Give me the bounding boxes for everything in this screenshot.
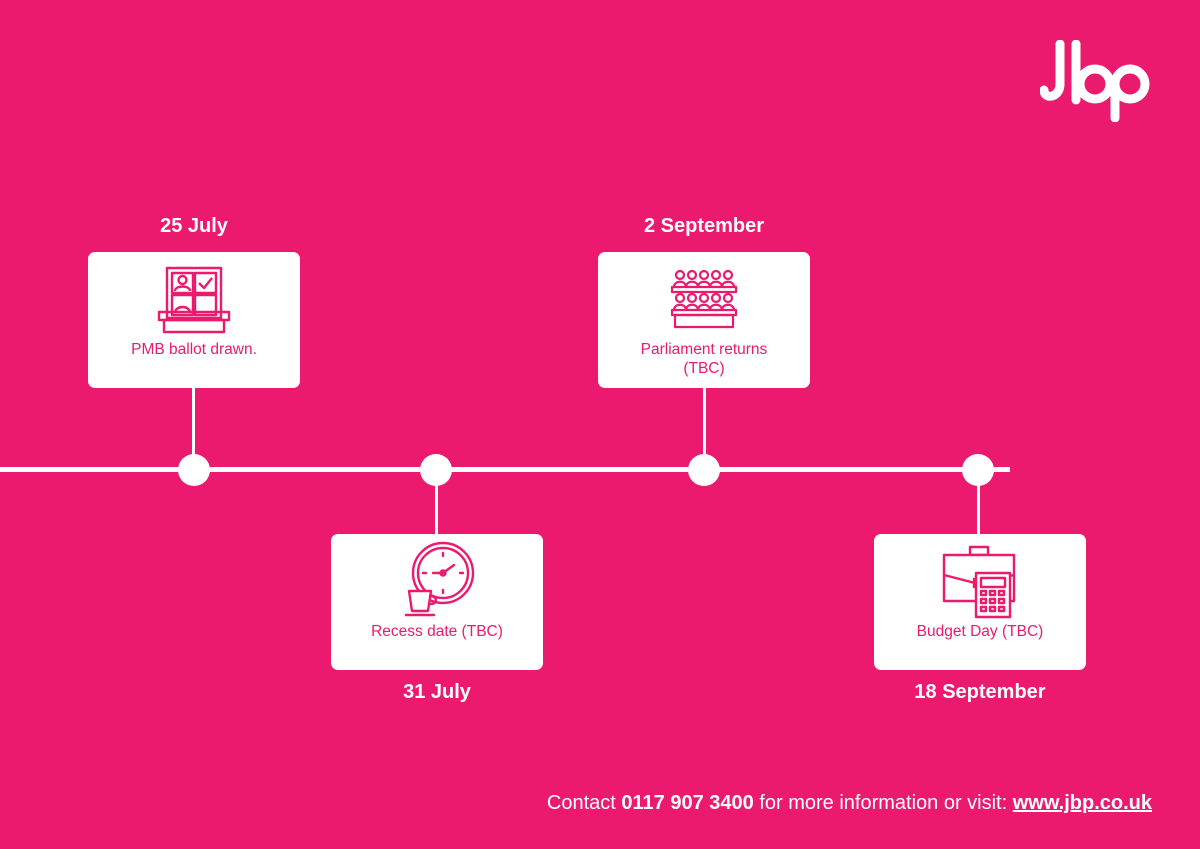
event-label: Budget Day (TBC): [916, 623, 1044, 640]
contact-phone[interactable]: 0117 907 3400: [621, 792, 754, 814]
clock-coffee-icon: [397, 541, 477, 617]
footer-contact: Contact 0117 907 3400 for more informati…: [547, 792, 1152, 815]
timeline-node-2-september: [688, 454, 720, 486]
briefcase-calculator-icon: [940, 545, 1020, 619]
timeline-node-18-september: [962, 454, 994, 486]
connector-18-september: [977, 470, 980, 534]
timeline-node-25-july: [178, 454, 210, 486]
connector-2-september: [703, 388, 706, 468]
event-label: PMB ballot drawn.: [131, 341, 257, 358]
timeline-node-31-july: [420, 454, 452, 486]
event-label: Parliament returns (TBC): [640, 341, 768, 377]
ballot-box-icon: [154, 264, 234, 334]
event-date: 18 September: [914, 681, 1046, 703]
connector-31-july: [435, 470, 438, 534]
event-date: 31 July: [403, 681, 471, 703]
parliament-benches-icon: [664, 264, 744, 334]
timeline-line: [0, 467, 1010, 472]
event-date: 2 September: [643, 215, 765, 237]
event-card-budget-day: Budget Day (TBC): [874, 534, 1086, 670]
event-date: 25 July: [160, 215, 228, 237]
website-link[interactable]: www.jbp.co.uk: [1012, 792, 1152, 814]
footer-prefix: Contact: [546, 792, 622, 814]
event-card-parliament-returns: Parliament returns (TBC): [598, 252, 810, 388]
event-card-pmb-ballot: PMB ballot drawn.: [88, 252, 300, 388]
event-card-recess: Recess date (TBC): [331, 534, 543, 670]
connector-25-july: [192, 388, 195, 468]
jbp-logo: [1040, 40, 1150, 122]
event-label: Recess date (TBC): [371, 623, 503, 640]
footer-middle: for more information or visit:: [753, 792, 1013, 814]
